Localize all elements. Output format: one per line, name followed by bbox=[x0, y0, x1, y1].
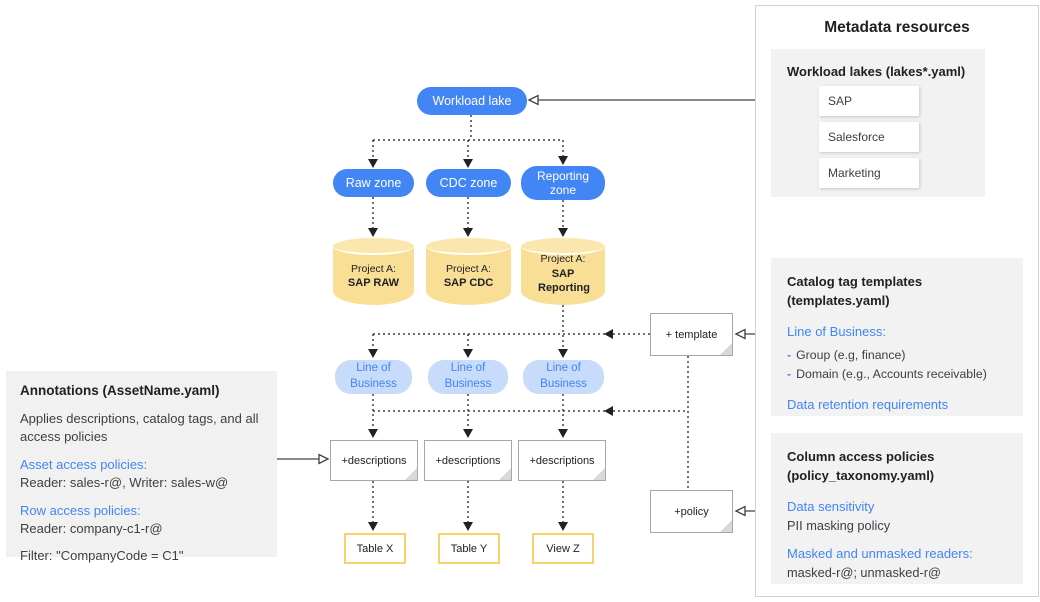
data-sensitivity-heading: Data sensitivity bbox=[787, 498, 875, 514]
cylinder-label: Project A: SAP RAW bbox=[335, 252, 412, 301]
catalog-templates-heading: Catalog tag templates (templates.yaml) bbox=[787, 274, 923, 308]
project-prefix: Project A: bbox=[540, 253, 586, 266]
annotations-panel: Annotations (AssetName.yaml) Applies des… bbox=[6, 371, 277, 563]
lob-heading: Line of Business: bbox=[787, 323, 887, 339]
bullet-dash: - bbox=[787, 347, 792, 362]
view-z-box: View Z bbox=[532, 533, 594, 564]
masked-readers-heading: Masked and unmasked readers: bbox=[787, 545, 973, 561]
project-prefix: Project A: bbox=[446, 262, 491, 275]
row-access-value: Reader: company-c1-r@ bbox=[20, 520, 163, 536]
folded-corner bbox=[720, 520, 732, 532]
metadata-resources-panel: Metadata resources Workload lakes (lakes… bbox=[755, 5, 1039, 597]
bullet-dash: - bbox=[787, 367, 792, 382]
cylinder-top bbox=[426, 238, 511, 255]
lob-pill-2: Line of Business bbox=[428, 360, 508, 394]
filter-value: Filter: "CompanyCode = C1" bbox=[20, 548, 184, 564]
annotations-title: Annotations (AssetName.yaml) bbox=[20, 383, 220, 398]
descriptions-note-label: +descriptions bbox=[341, 454, 407, 467]
cylinder-top bbox=[333, 238, 414, 255]
asset-access-value: Reader: sales-r@, Writer: sales-w@ bbox=[20, 475, 229, 491]
data-retention-heading: Data retention requirements bbox=[787, 397, 949, 413]
cylinder-body bbox=[521, 246, 605, 305]
row-access-heading: Row access policies: bbox=[20, 502, 141, 518]
hollow-arrowheads bbox=[318, 94, 746, 517]
project-sap-cdc-cylinder: Project A: SAP CDC bbox=[426, 238, 511, 305]
cylinder-label: Project A: SAP Reporting bbox=[523, 248, 603, 301]
lob-bullet-domain: - Domain (e.g., Accounts receivable) bbox=[787, 365, 1007, 385]
cylinder-top bbox=[521, 238, 605, 255]
folded-corner bbox=[720, 343, 732, 355]
descriptions-note-2: +descriptions bbox=[424, 440, 512, 481]
annotations-description: Applies descriptions, catalog tags, and … bbox=[20, 410, 259, 445]
lake-card-sap: SAP bbox=[819, 86, 919, 116]
cylinder-body bbox=[426, 246, 511, 305]
project-name: SAP RAW bbox=[347, 277, 400, 290]
workload-lakes-heading: Workload lakes (lakes*.yaml) bbox=[787, 64, 966, 79]
project-prefix: Project A: bbox=[351, 262, 396, 275]
folded-corner bbox=[593, 468, 605, 480]
folded-corner bbox=[405, 468, 417, 480]
dotted-connectors bbox=[372, 115, 689, 523]
descriptions-note-1: +descriptions bbox=[330, 440, 418, 481]
folded-corner bbox=[499, 468, 511, 480]
workload-lake-pill: Workload lake bbox=[417, 87, 527, 115]
project-name: SAP Reporting bbox=[538, 268, 590, 295]
column-policies-heading: Column access policies (policy_taxonomy.… bbox=[787, 449, 935, 483]
project-name: SAP CDC bbox=[443, 277, 494, 290]
data-sensitivity-value: PII masking policy bbox=[787, 517, 891, 533]
workload-lakes-section: Workload lakes (lakes*.yaml) SAP Salesfo… bbox=[771, 49, 985, 197]
metadata-panel-title: Metadata resources bbox=[824, 19, 970, 36]
lob-bullet-group-text: Group (e.g, finance) bbox=[796, 347, 906, 362]
lob-pill-3: Line of Business bbox=[523, 360, 604, 394]
descriptions-note-label: +descriptions bbox=[435, 454, 501, 467]
cylinder-label: Project A: SAP CDC bbox=[428, 252, 509, 301]
column-policies-section: Column access policies (policy_taxonomy.… bbox=[771, 433, 1023, 584]
masked-readers-value: masked-r@; unmasked-r@ bbox=[787, 564, 941, 580]
policy-note: +policy bbox=[650, 490, 733, 533]
descriptions-note-label: +descriptions bbox=[529, 454, 595, 467]
catalog-templates-section: Catalog tag templates (templates.yaml) L… bbox=[771, 258, 1023, 416]
template-note: + template bbox=[650, 313, 733, 356]
lob-bullet-domain-text: Domain (e.g., Accounts receivable) bbox=[796, 367, 987, 382]
descriptions-note-3: +descriptions bbox=[518, 440, 606, 481]
raw-zone-pill: Raw zone bbox=[333, 169, 414, 197]
cdc-zone-pill: CDC zone bbox=[426, 169, 511, 197]
template-note-label: + template bbox=[665, 328, 718, 341]
table-y-box: Table Y bbox=[438, 533, 500, 564]
lob-bullet-group: - Group (e.g, finance) bbox=[787, 346, 1007, 366]
lake-card-marketing: Marketing bbox=[819, 158, 919, 188]
project-sap-reporting-cylinder: Project A: SAP Reporting bbox=[521, 238, 605, 305]
lob-pill-1: Line of Business bbox=[335, 360, 412, 394]
lake-card-salesforce: Salesforce bbox=[819, 122, 919, 152]
asset-access-heading: Asset access policies: bbox=[20, 457, 148, 473]
cylinder-body bbox=[333, 246, 414, 305]
policy-note-label: +policy bbox=[674, 505, 709, 518]
table-x-box: Table X bbox=[344, 533, 406, 564]
reporting-zone-pill: Reporting zone bbox=[521, 166, 605, 200]
solid-arrowheads bbox=[368, 156, 613, 531]
project-sap-raw-cylinder: Project A: SAP RAW bbox=[333, 238, 414, 305]
